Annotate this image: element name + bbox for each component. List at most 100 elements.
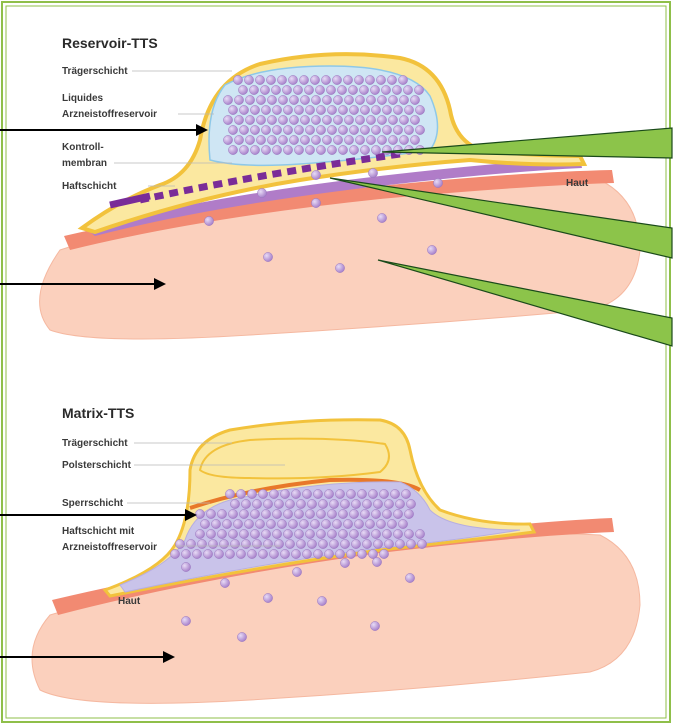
drug-particle [289,115,298,124]
drug-particle [415,529,424,538]
drug-particle [283,125,292,134]
drug-particle [322,135,331,144]
drug-particle [305,145,314,154]
drug-particle [316,529,325,538]
matrix-title: Matrix-TTS [62,405,134,421]
drug-particle [404,105,413,114]
drug-particle [267,135,276,144]
drug-particle [230,499,239,508]
drug-particle [272,145,281,154]
drug-particle [321,519,330,528]
drug-particle [337,85,346,94]
drug-particle [236,489,245,498]
drug-particle [335,263,344,272]
drug-particle [340,499,349,508]
drug-particle [327,529,336,538]
drug-particle [338,509,347,518]
drug-particle [371,509,380,518]
drug-particle [291,549,300,558]
drug-particle [406,539,415,548]
drug-particle [247,549,256,558]
drug-particle [211,519,220,528]
drug-particle [280,489,289,498]
drug-particle [360,125,369,134]
drug-particle [237,632,246,641]
drug-particle [313,489,322,498]
drug-particle [225,549,234,558]
drug-particle [333,95,342,104]
drug-particle [260,85,269,94]
drug-particle [181,549,190,558]
drug-particle [414,85,423,94]
drug-particle [343,75,352,84]
drug-particle [263,539,272,548]
drug-particle [250,509,259,518]
drug-particle [247,489,256,498]
drug-particle [388,135,397,144]
drug-particle [362,499,371,508]
drug-particle [288,75,297,84]
drug-particle [313,549,322,558]
drug-particle [332,519,341,528]
drug-particle [195,529,204,538]
drug-particle [294,509,303,518]
drug-particle [343,519,352,528]
drug-particle [318,499,327,508]
drug-particle [360,105,369,114]
drug-particle [399,135,408,144]
drug-particle [333,135,342,144]
drug-particle [250,125,259,134]
drug-particle [305,529,314,538]
drug-particle [278,115,287,124]
drug-particle [349,105,358,114]
drug-particle [181,616,190,625]
drug-particle [349,529,358,538]
drug-particle [329,539,338,548]
drug-particle [250,105,259,114]
drug-particle [239,145,248,154]
drug-particle [195,509,204,518]
drug-particle [228,509,237,518]
drug-particle [228,125,237,134]
drug-particle [417,539,426,548]
drug-particle [393,529,402,538]
reservoir-label-arzneistoffreservoir: Arzneistoffreservoir [62,109,157,120]
drug-particle [266,75,275,84]
drug-particle [390,489,399,498]
drug-particle [377,135,386,144]
drug-particle [238,85,247,94]
drug-particle [388,95,397,104]
drug-particle [355,115,364,124]
drug-particle [228,105,237,114]
drug-particle [365,75,374,84]
drug-particle [373,539,382,548]
drug-particle [327,105,336,114]
drug-particle [283,509,292,518]
drug-particle [393,125,402,134]
drug-particle [340,539,349,548]
drug-particle [291,489,300,498]
drug-particle [234,115,243,124]
drug-particle [311,170,320,179]
drug-particle [311,198,320,207]
drug-particle [377,213,386,222]
drug-particle [236,549,245,558]
drug-particle [349,145,358,154]
drug-particle [354,519,363,528]
drug-particle [332,75,341,84]
drug-particle [351,539,360,548]
drug-particle [206,529,215,538]
drug-particle [401,489,410,498]
drug-particle [368,168,377,177]
drug-particle [267,95,276,104]
drug-particle [382,105,391,114]
drug-particle [223,135,232,144]
drug-particle [269,549,278,558]
drug-particle [373,499,382,508]
drug-particle [371,529,380,538]
drug-particle [263,499,272,508]
drug-particle [427,245,436,254]
drug-particle [244,75,253,84]
drug-particle [208,539,217,548]
drug-particle [305,125,314,134]
